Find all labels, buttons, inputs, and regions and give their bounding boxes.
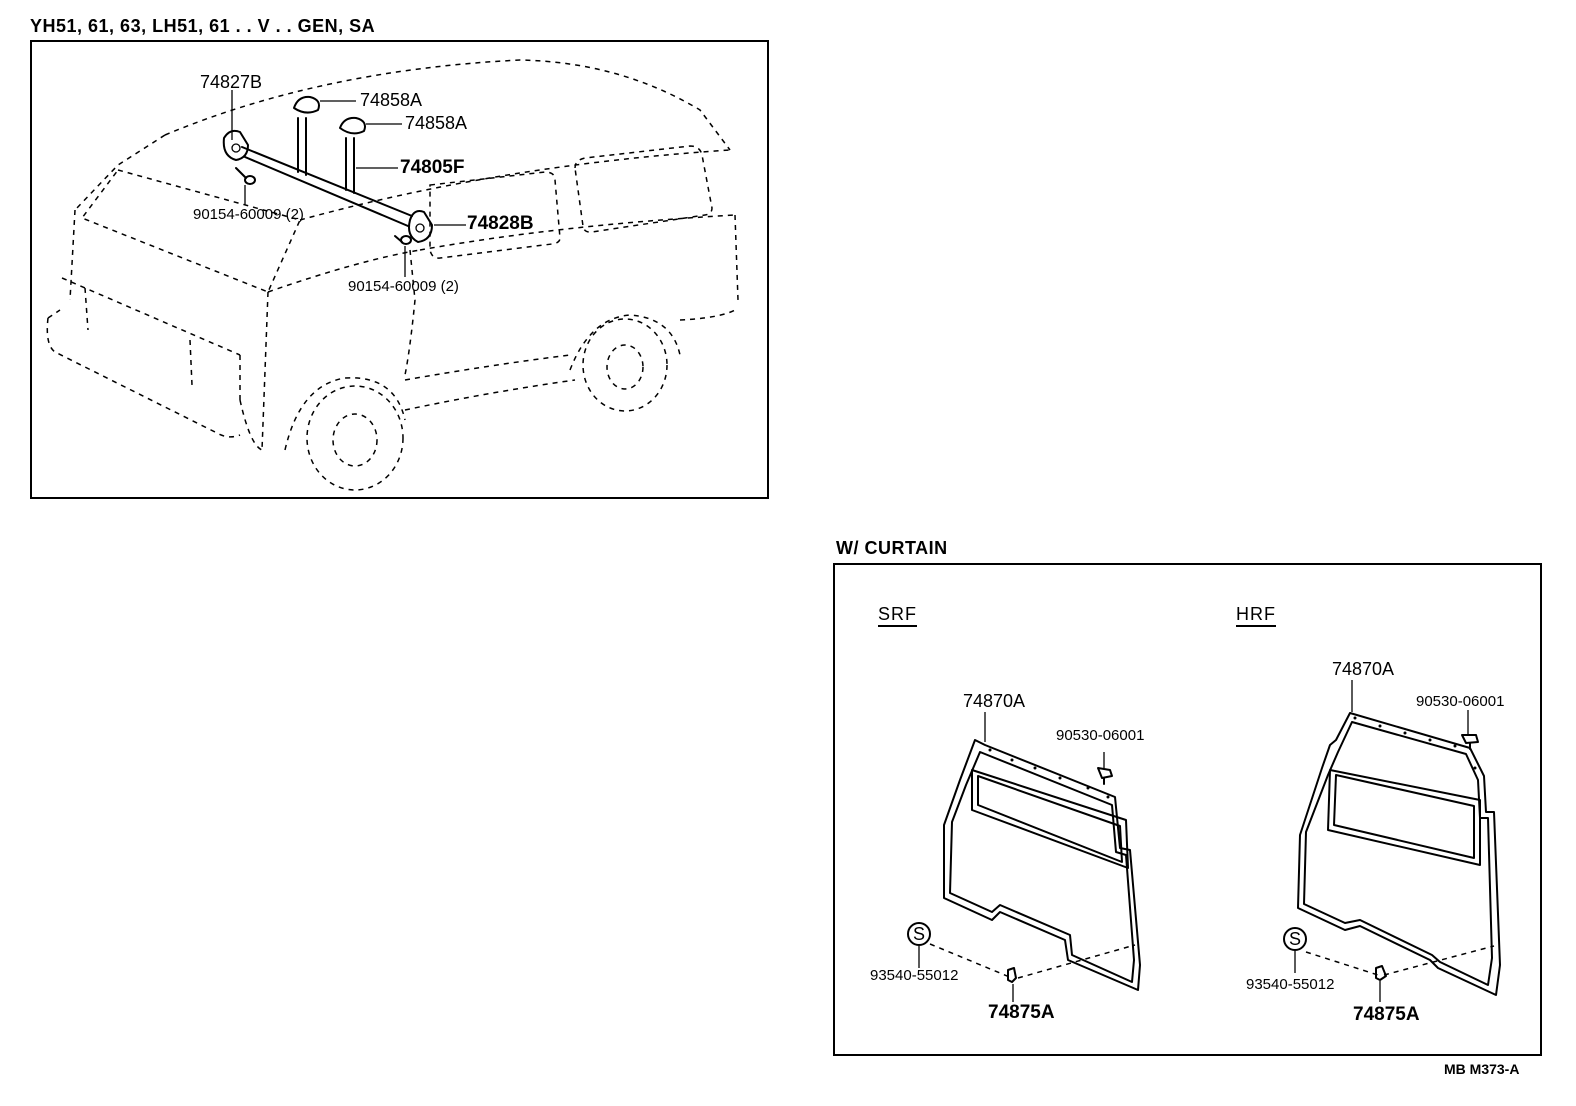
label-74828B: 74828B	[467, 213, 534, 234]
label-screw-upper: 90154-60009 (2)	[193, 206, 304, 223]
srf-curtain-drawing	[907, 712, 1141, 1002]
hrf-symbol-s: S	[1289, 929, 1302, 949]
curtain-caption: W/ CURTAIN	[836, 538, 948, 558]
label-screw-lower: 90154-60009 (2)	[348, 278, 459, 295]
label-74827B: 74827B	[200, 72, 263, 92]
hrf-label-clip: 90530-06001	[1416, 693, 1505, 710]
srf-label-fastener: 93540-55012	[870, 967, 959, 984]
srf-label-74875A: 74875A	[988, 1002, 1055, 1023]
curtain-rod-assembly	[222, 95, 433, 245]
reference-code: MB M373-A	[1444, 1061, 1520, 1077]
van-body-drawing	[46, 59, 739, 491]
top-caption: YH51, 61, 63, LH51, 61 . . V . . GEN, SA	[30, 16, 376, 36]
label-74858A-upper: 74858A	[360, 90, 423, 110]
label-74858A-lower: 74858A	[405, 113, 468, 133]
hrf-curtain-drawing	[1283, 680, 1501, 1002]
srf-title: SRF	[878, 603, 917, 627]
van-leader-lines	[231, 90, 466, 277]
van-diagram-frame	[30, 40, 769, 499]
srf-symbol-s: S	[913, 924, 926, 944]
hrf-title: HRF	[1236, 603, 1276, 627]
hrf-label-74870A: 74870A	[1332, 659, 1395, 679]
curtain-diagram-frame	[833, 563, 1542, 1056]
srf-label-clip: 90530-06001	[1056, 727, 1145, 744]
srf-label-74870A: 74870A	[963, 691, 1026, 711]
label-74805F: 74805F	[400, 157, 465, 178]
hrf-label-fastener: 93540-55012	[1246, 976, 1335, 993]
hrf-label-74875A: 74875A	[1353, 1004, 1420, 1025]
